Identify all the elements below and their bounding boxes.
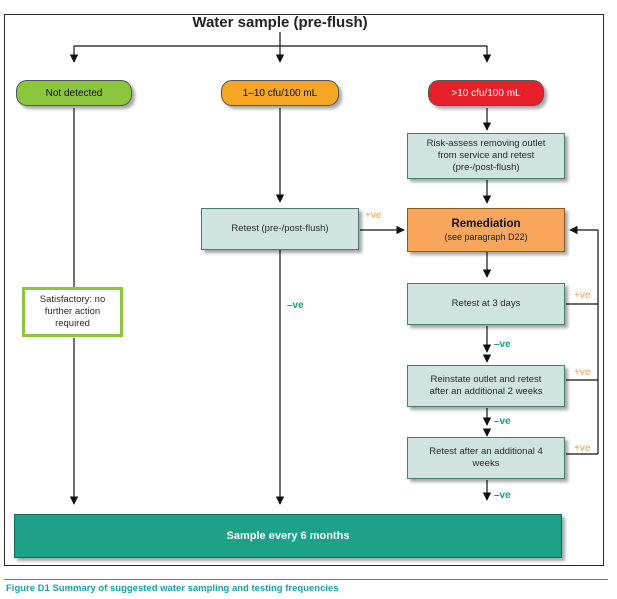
label-negative-3days: –ve	[494, 339, 511, 350]
remediation-title: Remediation	[451, 218, 521, 230]
label-positive-reinstate: +ve	[574, 367, 591, 378]
label-negative-reinstate: –ve	[494, 416, 511, 427]
retest-prepost-box: Retest (pre-/post-flush)	[201, 208, 359, 250]
label-negative-retest: –ve	[287, 300, 304, 311]
figure-caption: Figure D1 Summary of suggested water sam…	[6, 583, 339, 594]
retest-3days-box: Retest at 3 days	[407, 283, 565, 325]
frame-border	[4, 14, 604, 566]
label-positive-retest: +ve	[365, 210, 382, 221]
caption-rule	[4, 579, 608, 580]
label-negative-4weeks: –ve	[494, 490, 511, 501]
satisfactory-box: Satisfactory: no further action required	[22, 287, 123, 337]
sample-every-box: Sample every 6 months	[14, 514, 562, 558]
reinstate-box: Reinstate outlet and retest after an add…	[407, 365, 565, 407]
pill-not-detected: Not detected	[16, 80, 132, 106]
diagram-title: Water sample (pre-flush)	[192, 14, 368, 31]
pill-high-count: >10 cfu/100 mL	[428, 80, 544, 106]
retest-4weeks-box: Retest after an additional 4 weeks	[407, 437, 565, 479]
remediation-box: Remediation (see paragraph D22)	[407, 208, 565, 252]
risk-assess-box: Risk-assess removing outlet from service…	[407, 133, 565, 179]
remediation-subtitle: (see paragraph D22)	[444, 232, 528, 242]
label-positive-3days: +ve	[574, 290, 591, 301]
pill-low-count: 1–10 cfu/100 mL	[221, 80, 339, 106]
label-positive-4weeks: +ve	[574, 443, 591, 454]
